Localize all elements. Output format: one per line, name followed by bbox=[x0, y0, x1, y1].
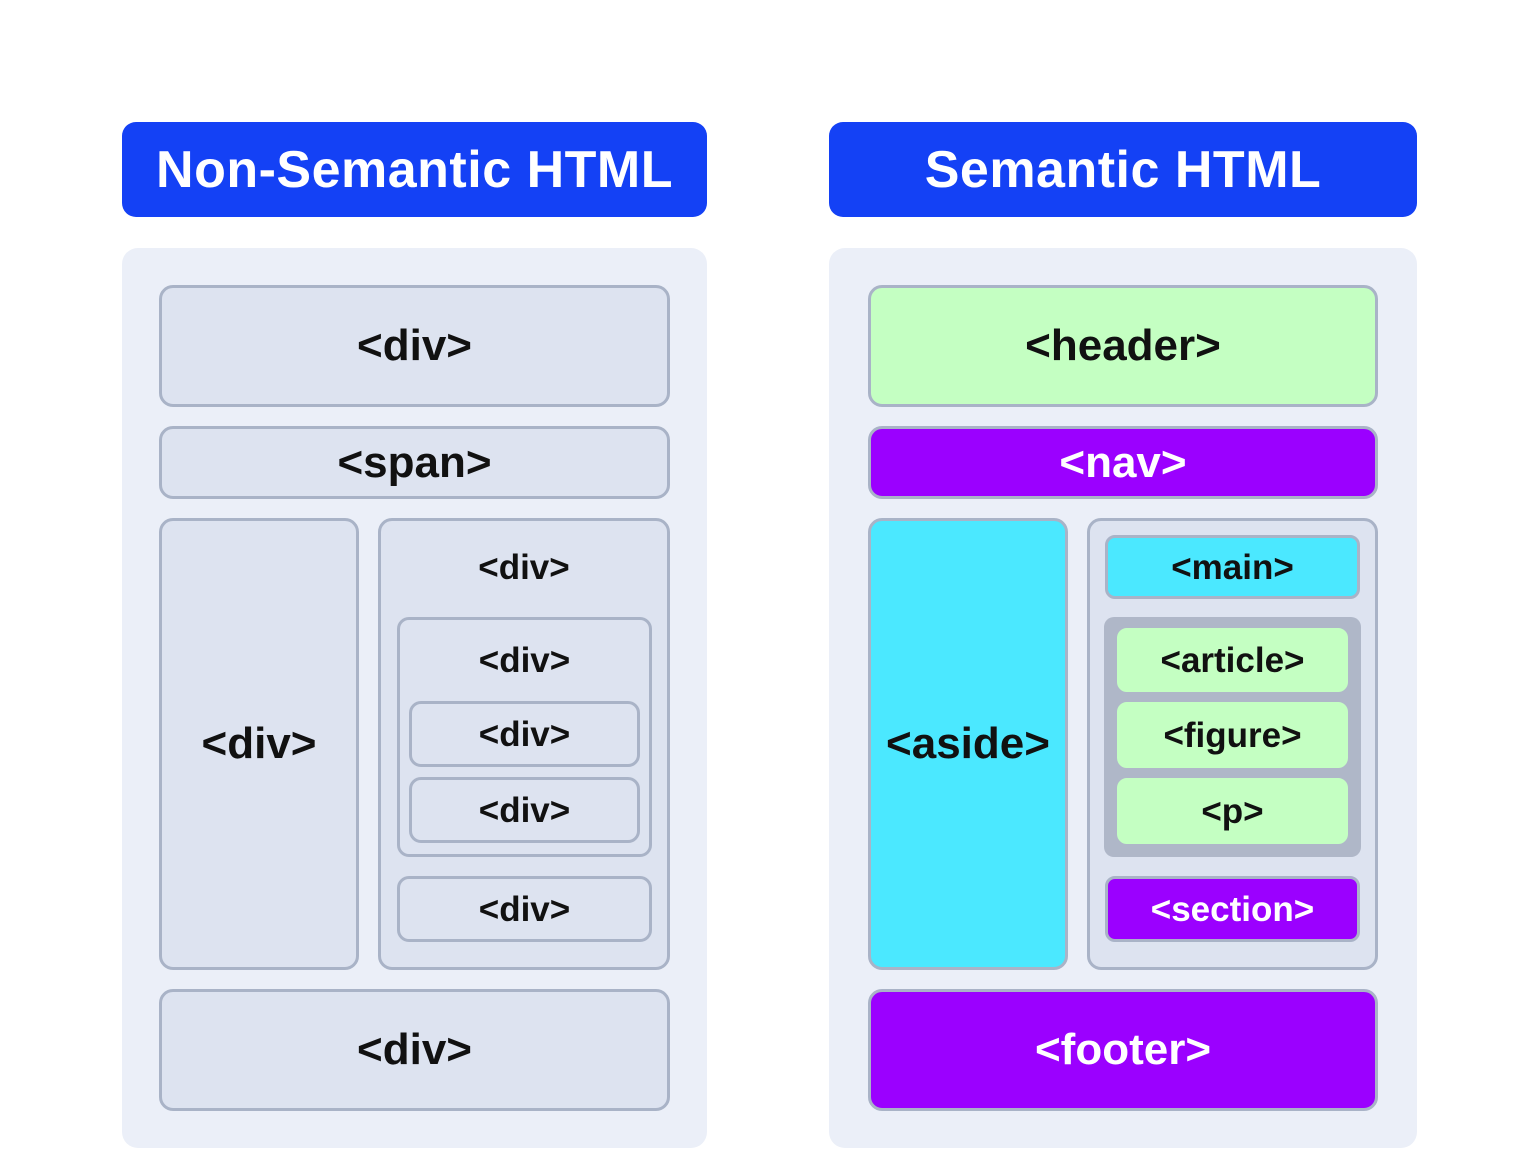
article-element-label: <article> bbox=[1160, 640, 1305, 680]
main-element-label: <main> bbox=[1171, 547, 1294, 587]
non-semantic-column-bottom-label: <div> bbox=[478, 889, 571, 929]
non-semantic-nested-group-label: <div> bbox=[397, 633, 652, 689]
non-semantic-nested-div-2: <div> bbox=[409, 777, 640, 843]
figure-element: <figure> bbox=[1117, 702, 1348, 768]
nav-element-label: <nav> bbox=[1059, 437, 1187, 487]
article-element: <article> bbox=[1117, 628, 1348, 692]
footer-element-label: <footer> bbox=[1034, 1025, 1212, 1074]
non-semantic-title: Non-Semantic HTML bbox=[122, 122, 707, 217]
non-semantic-span: <span> bbox=[159, 426, 670, 499]
non-semantic-sidebar-label: <div> bbox=[201, 719, 317, 768]
non-semantic-top-div: <div> bbox=[159, 285, 670, 407]
p-element-label: <p> bbox=[1201, 791, 1264, 831]
p-element: <p> bbox=[1117, 778, 1348, 844]
figure-element-label: <figure> bbox=[1163, 715, 1302, 755]
non-semantic-sidebar-div: <div> bbox=[159, 518, 359, 970]
non-semantic-title-text: Non-Semantic HTML bbox=[156, 140, 673, 199]
non-semantic-span-label: <span> bbox=[337, 437, 492, 487]
aside-element-label: <aside> bbox=[886, 719, 1050, 768]
non-semantic-nested-group-label-text: <div> bbox=[478, 641, 571, 680]
non-semantic-top-div-label: <div> bbox=[357, 321, 472, 370]
non-semantic-nested-div-1: <div> bbox=[409, 701, 640, 767]
section-element: <section> bbox=[1105, 876, 1360, 942]
header-element: <header> bbox=[868, 285, 1378, 407]
semantic-title: Semantic HTML bbox=[829, 122, 1417, 217]
footer-element: <footer> bbox=[868, 989, 1378, 1111]
nav-element: <nav> bbox=[868, 426, 1378, 499]
non-semantic-nested-div-2-label: <div> bbox=[478, 790, 571, 830]
non-semantic-column-label-text: <div> bbox=[478, 548, 570, 587]
non-semantic-column-bottom-div: <div> bbox=[397, 876, 652, 942]
aside-element: <aside> bbox=[868, 518, 1068, 970]
non-semantic-column-label: <div> bbox=[378, 540, 670, 596]
non-semantic-nested-div-1-label: <div> bbox=[478, 714, 571, 754]
semantic-title-text: Semantic HTML bbox=[924, 140, 1322, 199]
section-element-label: <section> bbox=[1150, 889, 1315, 929]
non-semantic-bottom-div-label: <div> bbox=[357, 1025, 472, 1074]
main-element: <main> bbox=[1105, 535, 1360, 599]
non-semantic-bottom-div: <div> bbox=[159, 989, 670, 1111]
header-element-label: <header> bbox=[1025, 321, 1221, 370]
